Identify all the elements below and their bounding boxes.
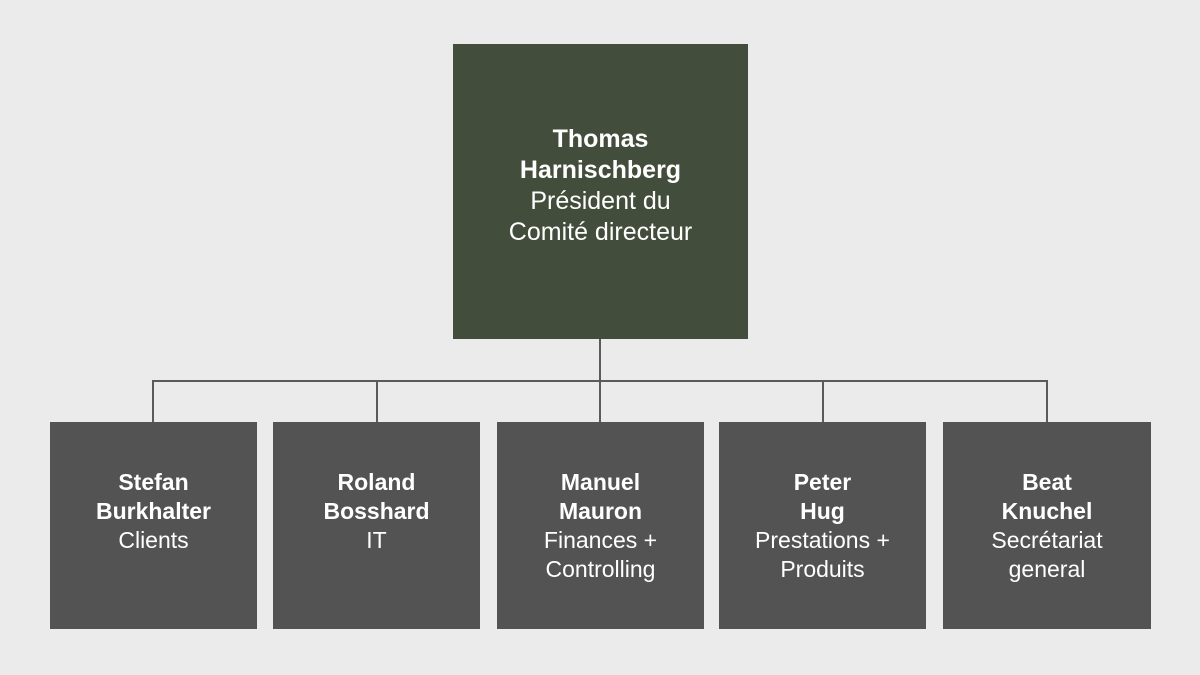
member-name: Manuel [560,469,641,495]
head-name-first: Thomas [552,125,649,153]
member-role: Clients [118,527,189,553]
member-role: Controlling [545,556,656,582]
member-name: Beat [1022,469,1072,495]
member-role: IT [366,527,387,553]
member-role: Finances + [543,527,658,553]
member-name: Hug [800,498,845,524]
member-box-5: Beat Knuchel Secrétariat general [943,422,1151,629]
connector-head-down [599,338,601,382]
member-role: general [1008,556,1086,582]
member-role: Produits [780,556,865,582]
connector-drop-5 [1046,380,1048,422]
member-role: Secrétariat [991,527,1103,553]
head-name-last: Harnischberg [519,156,682,184]
member-name: Stefan [118,469,189,495]
connector-drop-2 [376,380,378,422]
member-box-4: Peter Hug Prestations + Produits [719,422,926,629]
member-box-2: Roland Bosshard IT [273,422,480,629]
member-name: Bosshard [323,498,430,524]
member-box-1: Stefan Burkhalter Clients [50,422,257,629]
member-name: Mauron [558,498,643,524]
connector-drop-4 [822,380,824,422]
head-role-2: Comité directeur [508,218,693,246]
connector-drop-1 [152,380,154,422]
member-name: Roland [337,469,416,495]
member-box-3: Manuel Mauron Finances + Controlling [497,422,704,629]
head-box: Thomas Harnischberg Président du Comité … [453,44,748,339]
member-name: Peter [793,469,852,495]
member-name: Knuchel [1001,498,1093,524]
member-name: Burkhalter [95,498,212,524]
member-role: Prestations + [755,527,890,553]
head-role-1: Président du [530,187,671,215]
connector-drop-3 [599,380,601,422]
